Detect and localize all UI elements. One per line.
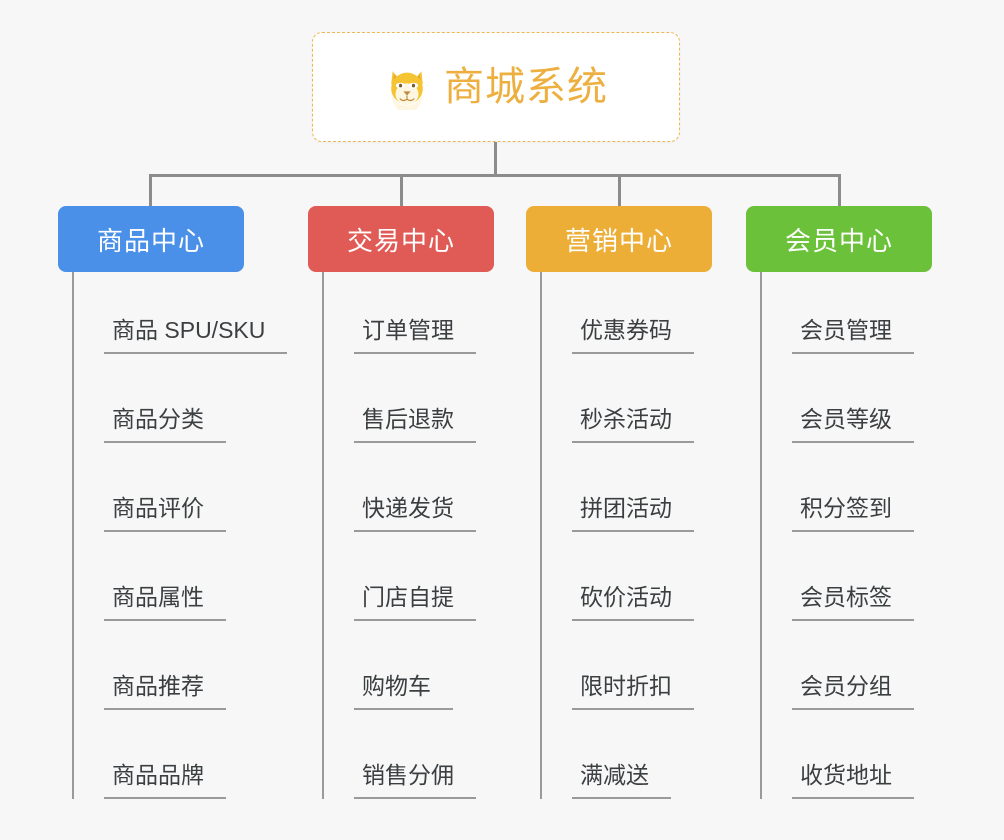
leaf-list-marketing-center: 优惠券码 秒杀活动 拼团活动 砍价活动 限时折扣 满减送 [540, 272, 712, 799]
list-item[interactable]: 收货地址 [762, 710, 932, 799]
leaf-label: 会员分组 [792, 673, 914, 710]
branch-header-marketing-center[interactable]: 营销中心 [526, 206, 712, 272]
leaf-label: 售后退款 [354, 406, 476, 443]
list-item[interactable]: 购物车 [324, 621, 494, 710]
connector-drop-product-center [149, 174, 152, 208]
list-item[interactable]: 销售分佣 [324, 710, 494, 799]
leaf-label: 收货地址 [792, 762, 914, 799]
leaf-list-product-center: 商品 SPU/SKU 商品分类 商品评价 商品属性 商品推荐 商品品牌 [72, 272, 288, 799]
leaf-list-member-center: 会员管理 会员等级 积分签到 会员标签 会员分组 收货地址 [760, 272, 932, 799]
leaf-label: 会员管理 [792, 317, 914, 354]
branch-member-center: 会员中心 会员管理 会员等级 积分签到 会员标签 会员分组 收货地址 [746, 206, 932, 799]
leaf-label: 商品分类 [104, 406, 226, 443]
connector-drop-member-center [838, 174, 841, 208]
list-item[interactable]: 订单管理 [324, 272, 494, 354]
leaf-label: 商品推荐 [104, 673, 226, 710]
leaf-label: 门店自提 [354, 584, 476, 621]
leaf-label: 订单管理 [354, 317, 476, 354]
leaf-label: 会员等级 [792, 406, 914, 443]
list-item[interactable]: 会员管理 [762, 272, 932, 354]
connector-drop-trade-center [400, 174, 403, 208]
branch-header-member-center[interactable]: 会员中心 [746, 206, 932, 272]
leaf-label: 商品评价 [104, 495, 226, 532]
leaf-label: 秒杀活动 [572, 406, 694, 443]
list-item[interactable]: 限时折扣 [542, 621, 712, 710]
leaf-list-trade-center: 订单管理 售后退款 快递发货 门店自提 购物车 销售分佣 [322, 272, 494, 799]
list-item[interactable]: 门店自提 [324, 532, 494, 621]
list-item[interactable]: 商品品牌 [74, 710, 287, 799]
list-item[interactable]: 商品 SPU/SKU [74, 272, 288, 354]
leaf-label: 购物车 [354, 673, 453, 710]
leaf-label: 积分签到 [792, 495, 914, 532]
shiba-dog-face-icon [384, 64, 430, 110]
branch-header-product-center[interactable]: 商品中心 [58, 206, 244, 272]
list-item[interactable]: 秒杀活动 [542, 354, 712, 443]
leaf-label: 销售分佣 [354, 762, 476, 799]
leaf-label: 优惠券码 [572, 317, 694, 354]
leaf-label: 拼团活动 [572, 495, 694, 532]
list-item[interactable]: 售后退款 [324, 354, 494, 443]
leaf-label: 商品品牌 [104, 762, 226, 799]
list-item[interactable]: 商品分类 [74, 354, 287, 443]
root-node-mall-system[interactable]: 商城系统 [312, 32, 680, 142]
leaf-label: 限时折扣 [572, 673, 694, 710]
leaf-label: 商品 SPU/SKU [104, 317, 288, 354]
connector-horizontal-bus [149, 174, 841, 177]
list-item[interactable]: 商品推荐 [74, 621, 287, 710]
leaf-label: 商品属性 [104, 584, 226, 621]
list-item[interactable]: 商品评价 [74, 443, 287, 532]
list-item[interactable]: 会员标签 [762, 532, 932, 621]
connector-root-stem [494, 142, 497, 176]
branch-product-center: 商品中心 商品 SPU/SKU 商品分类 商品评价 商品属性 商品推荐 商品品牌 [58, 206, 288, 799]
list-item[interactable]: 会员等级 [762, 354, 932, 443]
branch-trade-center: 交易中心 订单管理 售后退款 快递发货 门店自提 购物车 销售分佣 [308, 206, 494, 799]
list-item[interactable]: 会员分组 [762, 621, 932, 710]
leaf-label: 砍价活动 [572, 584, 694, 621]
branch-marketing-center: 营销中心 优惠券码 秒杀活动 拼团活动 砍价活动 限时折扣 满减送 [526, 206, 712, 799]
leaf-label: 快递发货 [354, 495, 476, 532]
leaf-label: 满减送 [572, 762, 671, 799]
root-title: 商城系统 [444, 65, 608, 109]
list-item[interactable]: 砍价活动 [542, 532, 712, 621]
list-item[interactable]: 积分签到 [762, 443, 932, 532]
list-item[interactable]: 满减送 [542, 710, 712, 799]
list-item[interactable]: 快递发货 [324, 443, 494, 532]
list-item[interactable]: 优惠券码 [542, 272, 712, 354]
list-item[interactable]: 拼团活动 [542, 443, 712, 532]
list-item[interactable]: 商品属性 [74, 532, 287, 621]
branch-header-trade-center[interactable]: 交易中心 [308, 206, 494, 272]
connector-drop-marketing-center [618, 174, 621, 208]
leaf-label: 会员标签 [792, 584, 914, 621]
